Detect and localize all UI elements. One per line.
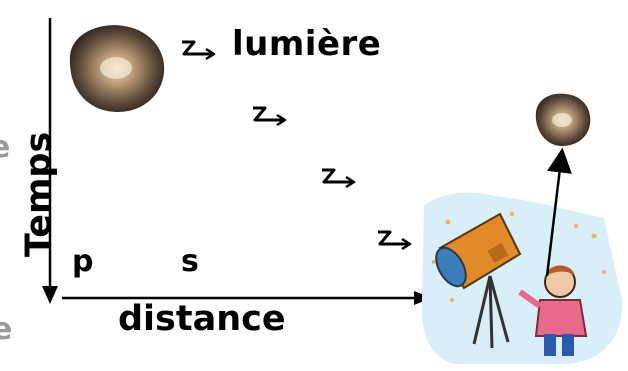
sight-arrow <box>545 147 572 277</box>
photon-arrow-icon <box>378 230 412 251</box>
ghost-text-fragment: . <box>0 240 1 275</box>
point-p-label: p <box>72 244 94 279</box>
photon-arrow-icon <box>253 106 287 127</box>
photon-arrow-icon <box>322 168 356 189</box>
point-s-label: s <box>181 244 199 279</box>
galaxy-icon <box>535 93 591 146</box>
telescope-observer-icon <box>421 192 623 364</box>
light-label: lumière <box>232 24 382 64</box>
galaxy-icon <box>69 25 165 113</box>
photon-arrow-icon <box>182 40 216 61</box>
time-axis-arrowhead <box>42 286 58 304</box>
distance-axis-label: distance <box>118 299 286 339</box>
ghost-text-fragment: e <box>0 312 13 347</box>
ghost-text-fragment: e <box>0 130 11 165</box>
time-axis-label: Temps <box>19 131 59 257</box>
